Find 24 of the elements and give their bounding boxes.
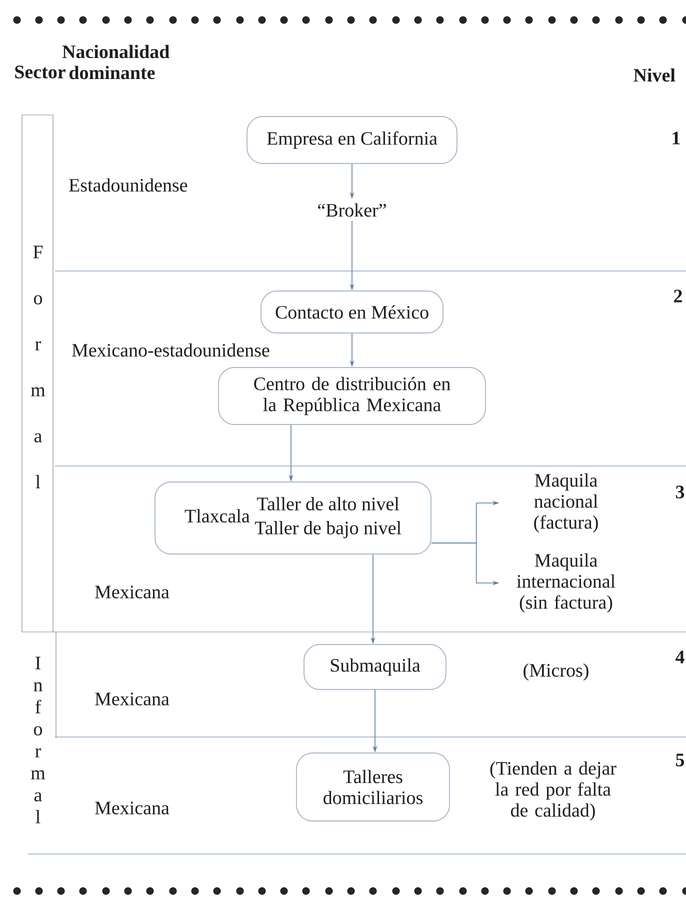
column-heading: Nivel xyxy=(634,68,676,82)
node-text: “Broker” xyxy=(318,203,386,217)
nationality-label: Estadounidense xyxy=(69,178,188,192)
nationality-label: Mexicana xyxy=(95,692,170,706)
process-box: Submaquila xyxy=(304,644,446,690)
process-box: Talleres domiciliarios xyxy=(296,752,450,822)
sector-label: Informal xyxy=(31,656,46,824)
node-text: Maquila nacional (factura) xyxy=(534,473,598,533)
process-box: Contacto en México xyxy=(260,290,444,334)
level-number: 2 xyxy=(674,290,682,302)
node-text: Maquila internacional (sin factura) xyxy=(516,553,616,613)
level-number: 3 xyxy=(676,486,684,498)
nationality-label: Mexicana xyxy=(95,802,170,814)
sector-label: Formal xyxy=(31,246,46,488)
nationality-label: Mexicana xyxy=(95,586,170,598)
level-number: 4 xyxy=(676,650,684,664)
process-box: Centro de distribución en la República Mexicana xyxy=(218,367,486,425)
nationality-label: Mexicano-estadounidense xyxy=(72,343,270,357)
process-box: Empresa en California xyxy=(246,116,458,164)
note-text: (Micros) xyxy=(524,663,588,681)
level-number: 1 xyxy=(672,132,680,144)
level-number: 5 xyxy=(676,754,684,766)
process-box: Tlaxcala Taller de alto nivel Taller de bajo nivel xyxy=(154,482,432,554)
note-text: (Tienden a dejar la red por falta de calidad) xyxy=(490,761,616,821)
